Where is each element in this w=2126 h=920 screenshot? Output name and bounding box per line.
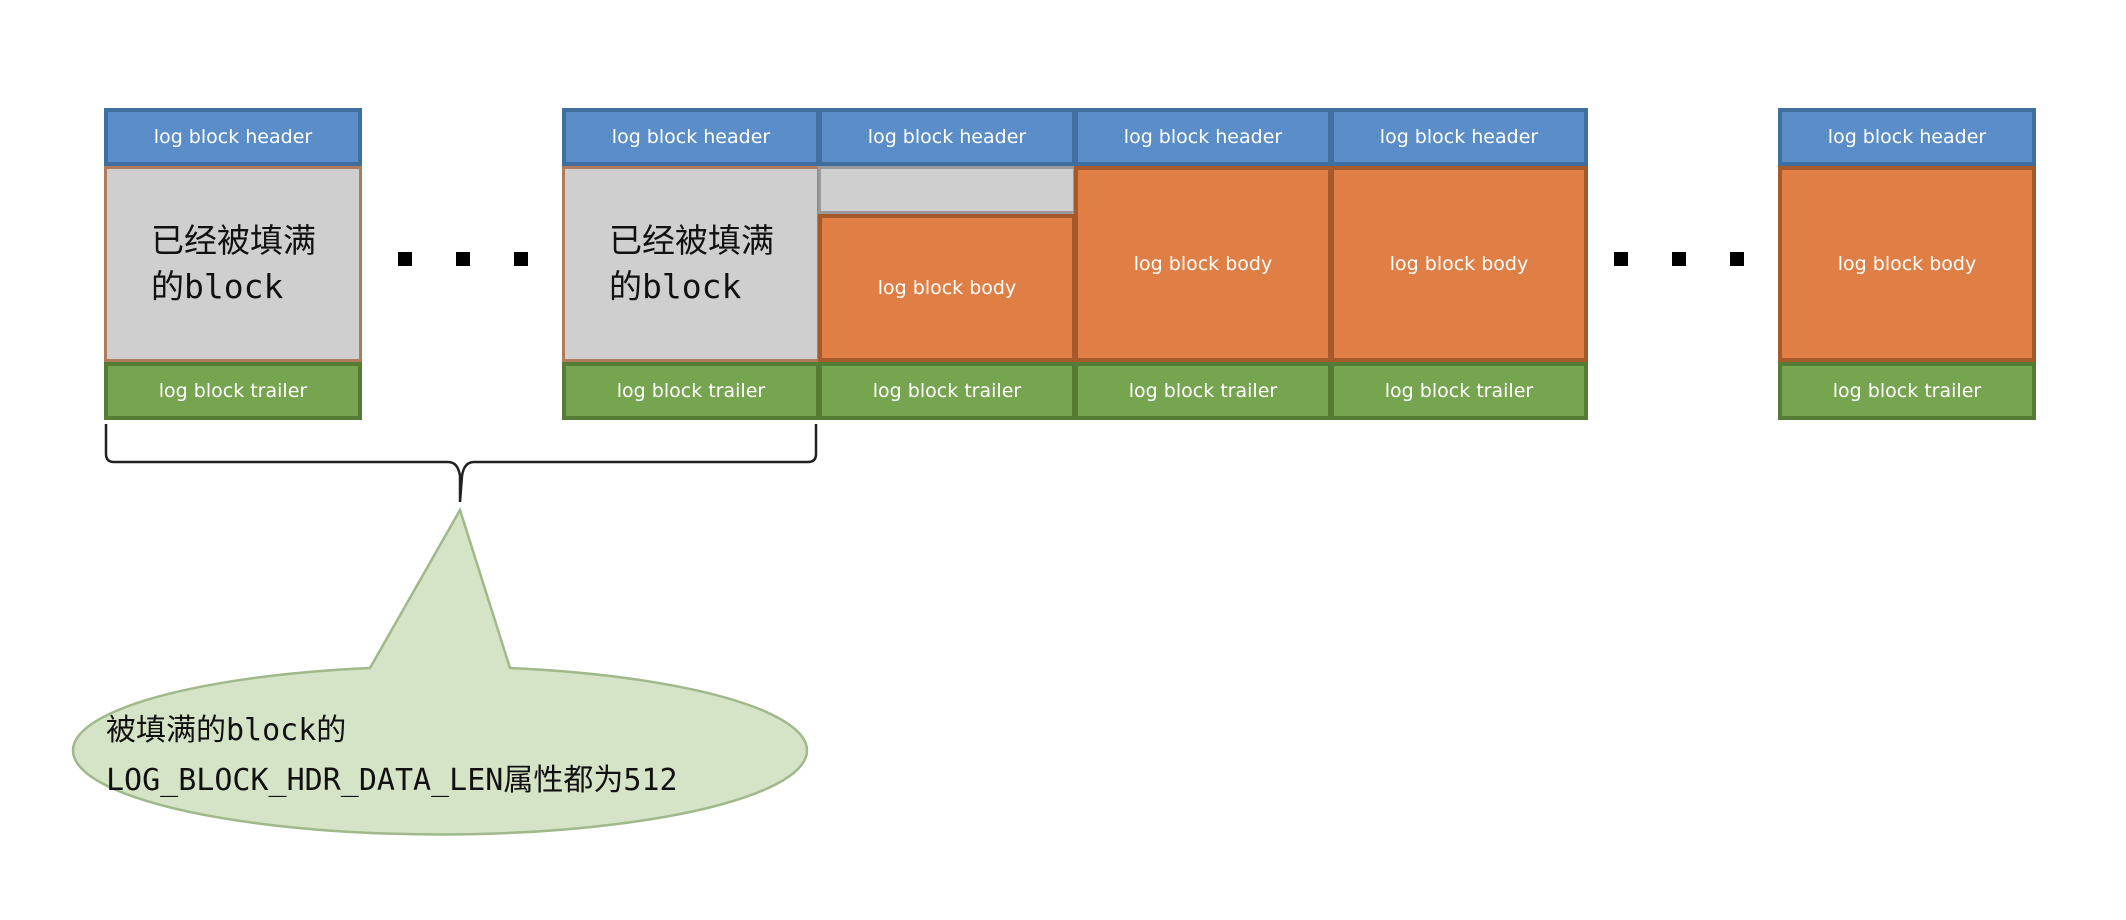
dot [398,252,412,266]
used-space-strip [818,166,1076,214]
log-block-body: log block body [818,214,1076,362]
callout-text: 被填满的block的 LOG_BLOCK_HDR_DATA_LEN属性都为512 [106,713,678,798]
last-block: log block header log block body log bloc… [1778,108,2036,420]
log-block-trailer: log block trailer [818,362,1076,420]
log-block-trailer: log block trailer [562,362,820,420]
dot [1730,252,1744,266]
log-block-header: log block header [1074,108,1332,166]
ellipsis-dots-right [1614,252,1744,266]
brace [104,424,818,503]
empty-block-2: log block header log block body log bloc… [1330,108,1588,420]
log-block-body: log block body [1778,166,2036,362]
log-block-body: log block body [1074,166,1332,362]
log-block-header: log block header [562,108,820,166]
log-block-header: log block header [104,108,362,166]
filled-block-1: log block header 已经被填满 的block log block … [104,108,362,420]
log-block-trailer: log block trailer [1074,362,1332,420]
dot [1614,252,1628,266]
log-block-body: log block body [1330,166,1588,362]
log-block-header: log block header [818,108,1076,166]
filled-block-label: 已经被填满 的block [609,221,774,306]
log-block-trailer: log block trailer [1330,362,1588,420]
log-block-header: log block header [1330,108,1588,166]
filled-block-body: 已经被填满 的block [562,166,820,362]
ellipsis-dots-left [398,252,528,266]
filled-block-2: log block header 已经被填满 的block log block … [562,108,820,420]
log-block-header: log block header [1778,108,2036,166]
filled-block-label: 已经被填满 的block [151,221,316,306]
empty-block-1: log block header log block body log bloc… [1074,108,1332,420]
callout-bubble [71,506,809,836]
log-block-trailer: log block trailer [1778,362,2036,420]
dot [514,252,528,266]
filled-block-body: 已经被填满 的block [104,166,362,362]
dot [1672,252,1686,266]
log-block-trailer: log block trailer [104,362,362,420]
dot [456,252,470,266]
partial-block: log block header log block body log bloc… [818,108,1076,420]
